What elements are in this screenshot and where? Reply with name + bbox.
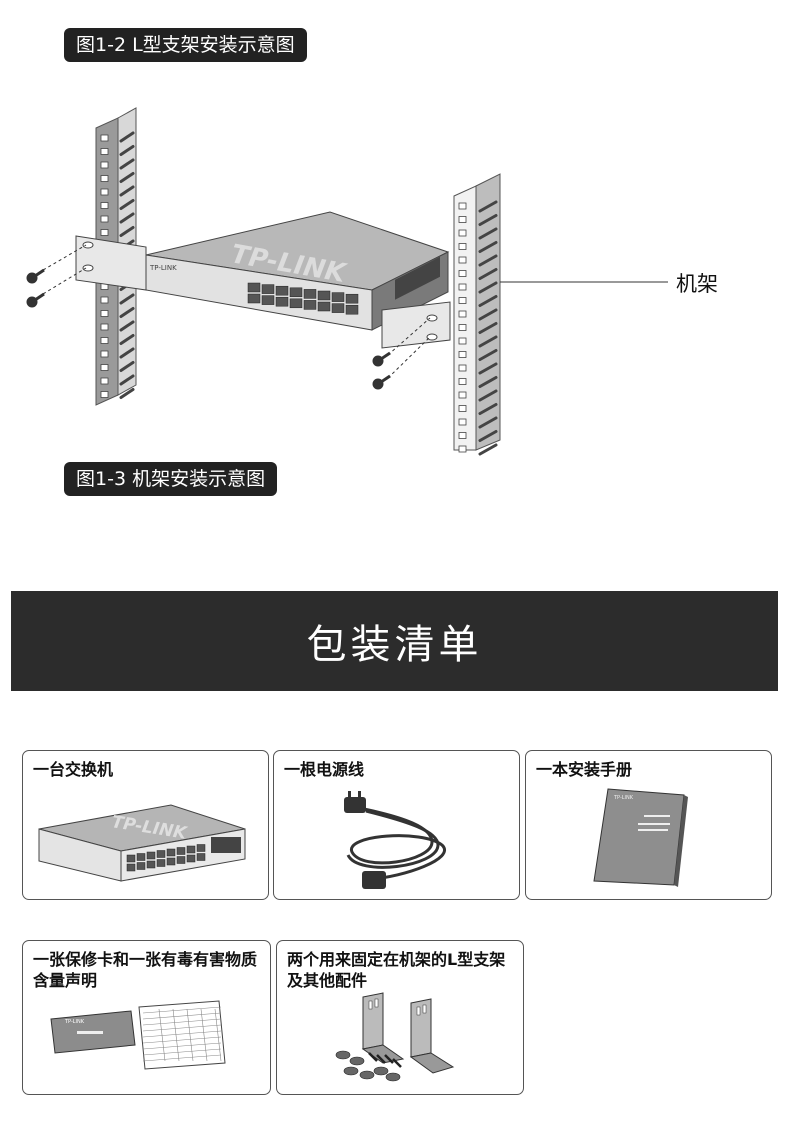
item-label: 一张保修卡和一张有毒有害物质含量声明 (33, 950, 258, 990)
warranty-card-brand: TP-LINK (64, 1019, 85, 1025)
figure-1-3-caption: 图1-3 机架安装示意图 (64, 462, 278, 496)
section-title: 包装清单 (306, 622, 483, 668)
manual-illustration: TP-LINK (593, 788, 688, 887)
brackets-illustration (335, 992, 455, 1082)
screws (26, 244, 431, 390)
package-item-manual: 一本安装手册 TP-LINK (525, 750, 772, 900)
package-item-switch: 一台交换机 TP-LINK (22, 750, 269, 900)
power-cord-illustration (344, 791, 446, 889)
right-rack-rail (453, 173, 501, 456)
switch-illustration: TP-LINK (38, 804, 246, 882)
rack-installation-diagram: TP-LINK TP-LINK (26, 107, 668, 456)
package-item-brackets: 两个用来固定在机架的L型支架及其他配件 (276, 940, 524, 1095)
item-label: 一根电源线 (284, 760, 365, 779)
package-item-warranty-card: 一张保修卡和一张有毒有害物质含量声明 TP-LINK (22, 940, 271, 1095)
front-panel-brand: TP-LINK (149, 264, 177, 272)
item-label: 一台交换机 (33, 760, 114, 779)
item-label: 两个用来固定在机架的L型支架及其他配件 (287, 950, 506, 990)
warranty-card-illustration: TP-LINK (50, 1000, 226, 1070)
package-item-power-cord: 一根电源线 (273, 750, 520, 900)
section-banner: 包装清单 (11, 591, 778, 691)
figure-1-2-caption: 图1-2 L型支架安装示意图 (64, 28, 307, 62)
switch-device: TP-LINK TP-LINK (145, 211, 450, 331)
right-bracket (381, 301, 451, 349)
item-label: 一本安装手册 (536, 760, 633, 779)
rack-label: 机架 (676, 272, 718, 296)
manual-brand: TP-LINK (613, 795, 634, 801)
left-bracket (75, 235, 147, 291)
